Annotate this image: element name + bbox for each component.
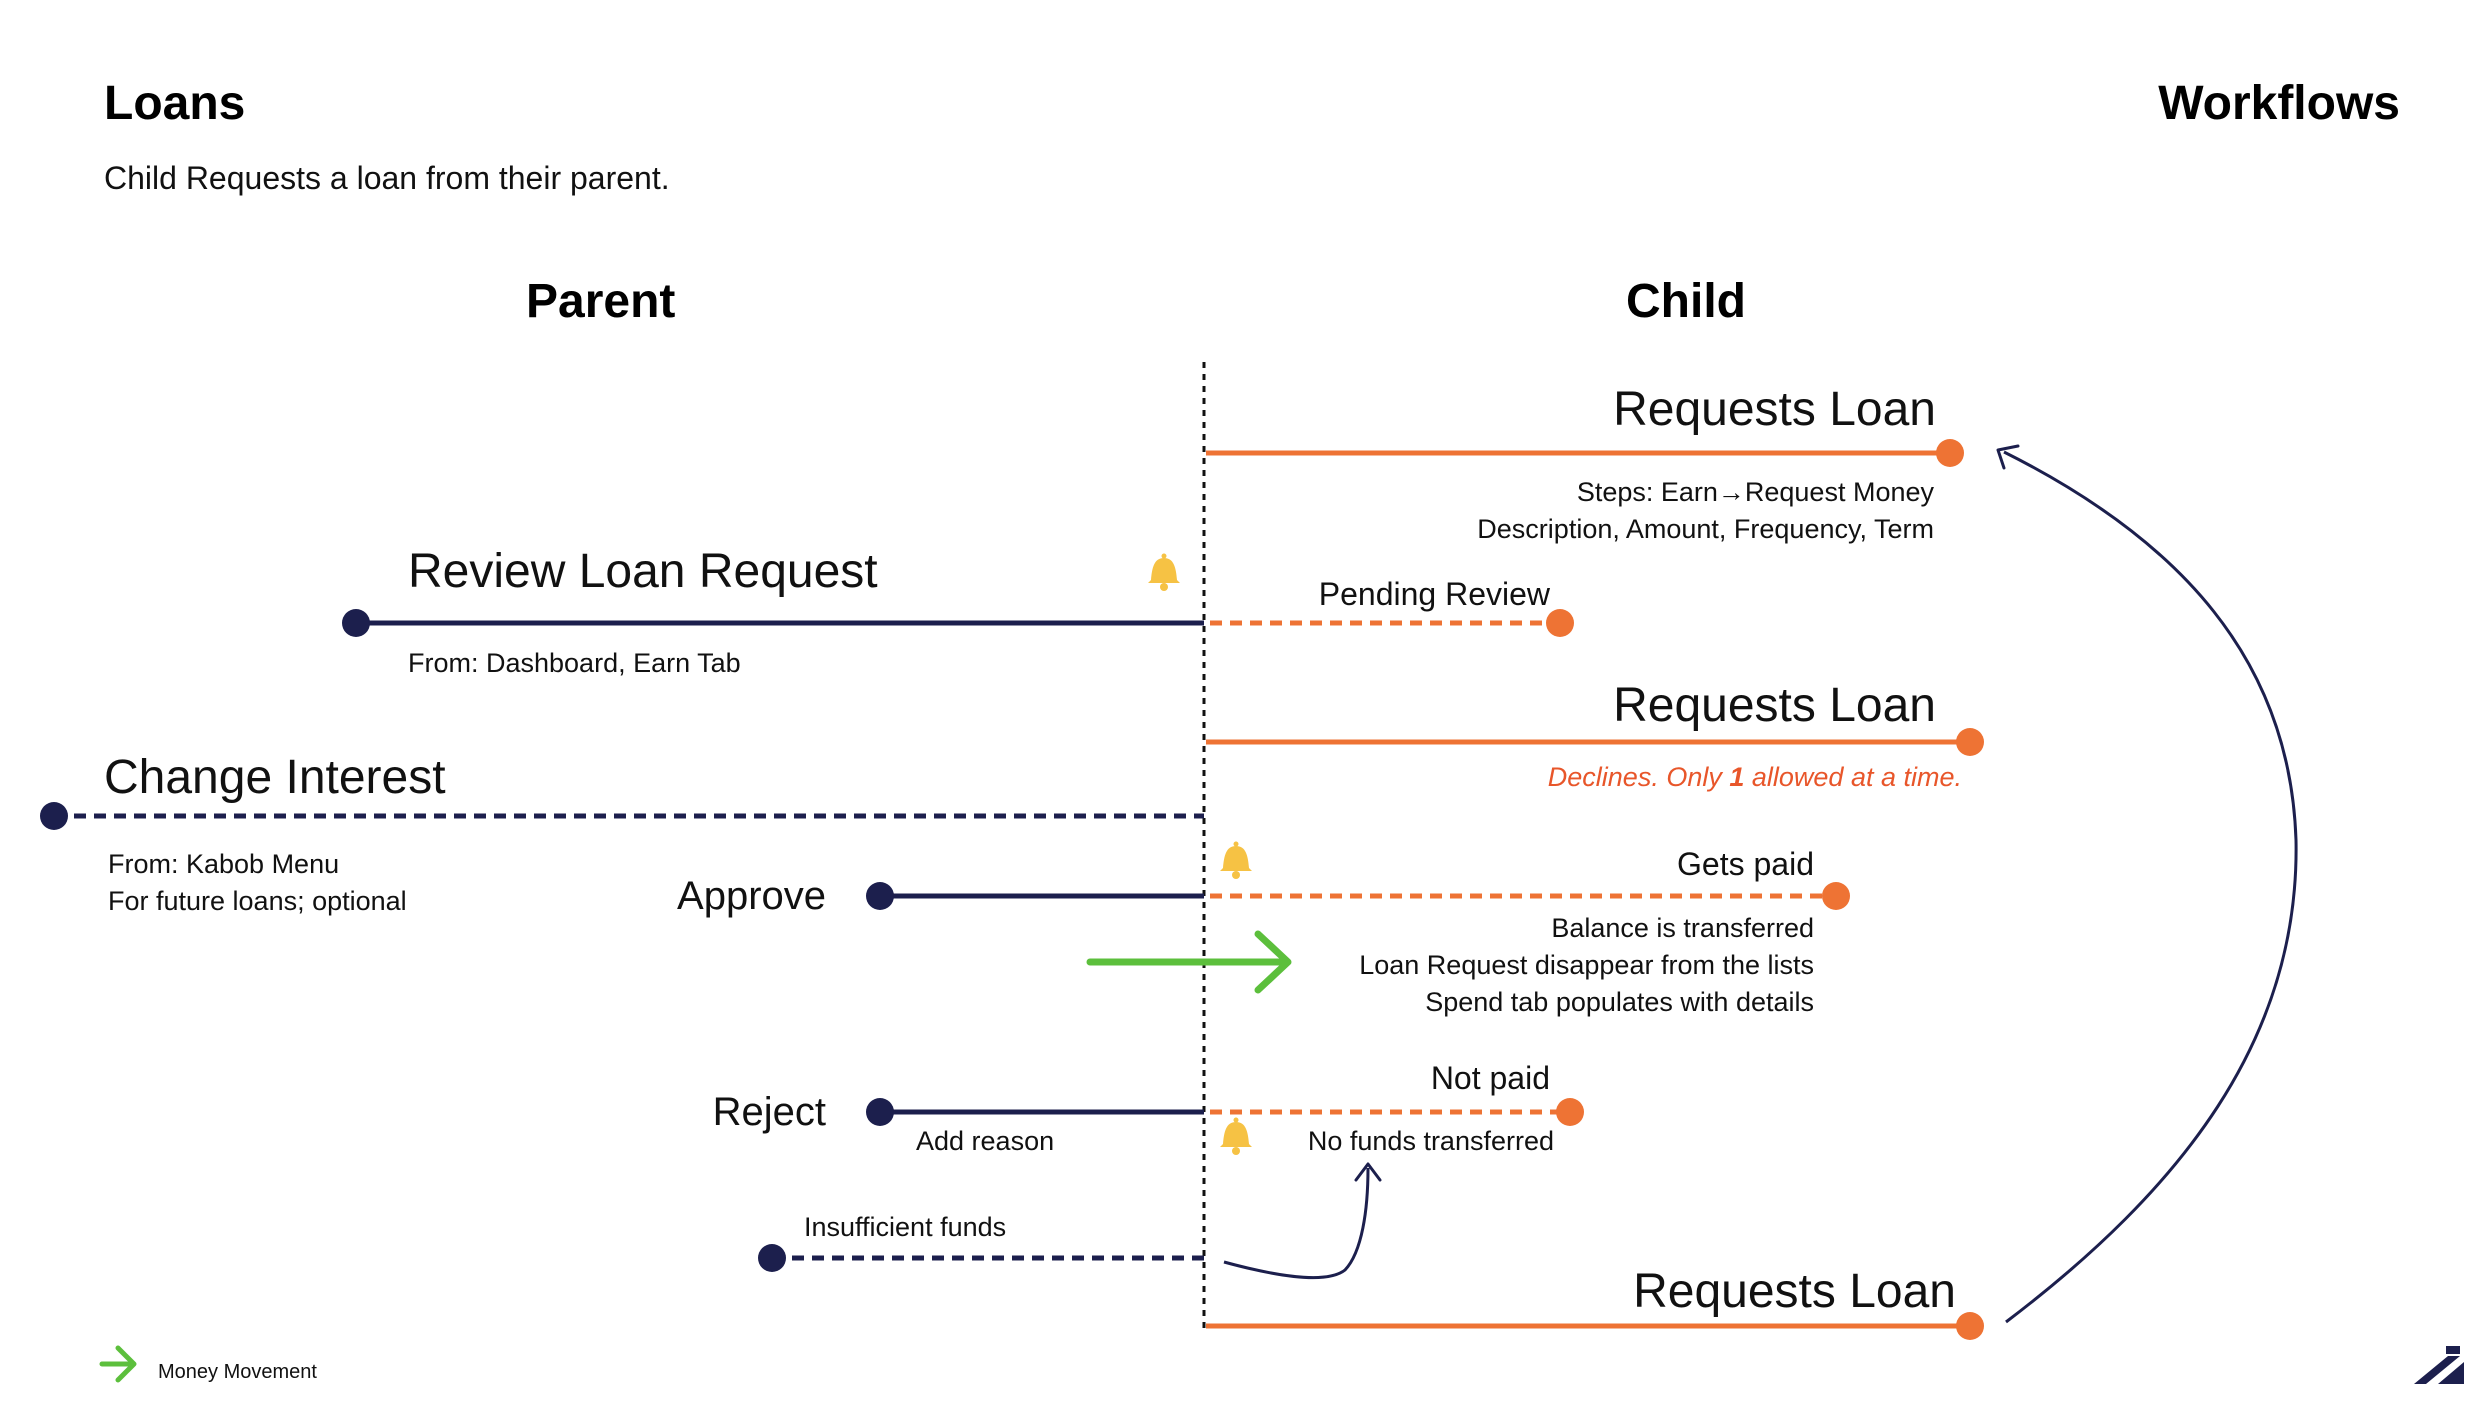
legend-money-movement: Money Movement [158,1361,317,1383]
note-line: For future loans; optional [108,886,407,916]
parent-reject-connector [866,1098,1204,1126]
child-pending-connector [1210,609,1574,637]
decline-note-pre: Declines. Only [1547,762,1730,792]
legend-green-arrow-icon [99,1345,137,1383]
page-subtitle: Child Requests a loan from their parent. [104,160,670,196]
child-request-loan-1-notes: Steps: Earn→Request Money Description, A… [1477,474,1934,548]
child-not-paid-label: Not paid [1430,1060,1550,1096]
child-request-loan-3-label: Requests Loan [1633,1265,1956,1318]
child-gets-paid-label: Gets paid [1677,846,1814,882]
child-gets-paid-connector [1210,882,1850,910]
child-request-loan-1-label: Requests Loan [1613,383,1936,436]
child-request-loan-2-label: Requests Loan [1613,679,1936,732]
parent-review-note: From: Dashboard, Earn Tab [408,648,741,678]
note-line: From: Kabob Menu [108,849,340,879]
parent-insufficient-connector [758,1244,1204,1272]
parent-reject-label: Reject [712,1090,826,1134]
decline-note-count: 1 [1729,762,1745,792]
child-pending-label: Pending Review [1318,576,1550,612]
retry-request-arrow [1996,444,2298,1324]
decline-note-post: allowed at a time. [1744,762,1962,792]
child-column-heading: Child [1626,275,1746,328]
parent-insufficient-label: Insufficient funds [804,1212,1007,1242]
parent-review-label: Review Loan Request [408,545,878,598]
bell-icon [1220,841,1252,879]
note-line: Loan Request disappear from the lists [1359,950,1814,980]
bell-icon [1220,1117,1252,1155]
parent-column-heading: Parent [526,275,676,328]
note-line: Balance is transferred [1551,913,1814,943]
parent-change-interest-notes: From: Kabob Menu For future loans; optio… [108,846,407,920]
note-line: Description, Amount, Frequency, Term [1477,514,1934,544]
child-not-paid-note: No funds transferred [1307,1126,1554,1156]
parent-change-interest-label: Change Interest [104,751,446,804]
parent-approve-label: Approve [677,874,826,918]
child-gets-paid-notes: Balance is transferred Loan Request disa… [1359,910,1814,1021]
section-title: Workflows [2158,77,2400,130]
parent-change-interest-connector [40,802,1204,830]
note-line: Steps: Earn→Request Money [1576,477,1934,507]
child-request-loan-2-connector [1206,728,1984,756]
bell-icon [1148,553,1180,591]
child-not-paid-connector [1210,1098,1584,1126]
green-arrow-icon [1086,930,1292,994]
child-request-loan-1-connector [1206,439,1964,467]
brand-logo-icon [2414,1346,2464,1384]
child-request-loan-2-note: Declines. Only 1 allowed at a time. [1548,764,1962,791]
insufficient-to-not-paid-arrow [1223,1162,1382,1280]
parent-reject-note: Add reason [916,1126,1055,1156]
note-line: Spend tab populates with details [1425,987,1814,1017]
child-request-loan-3-connector [1206,1312,1984,1340]
parent-approve-connector [866,882,1204,910]
page-title: Loans [104,77,246,130]
parent-review-connector [342,609,1204,637]
